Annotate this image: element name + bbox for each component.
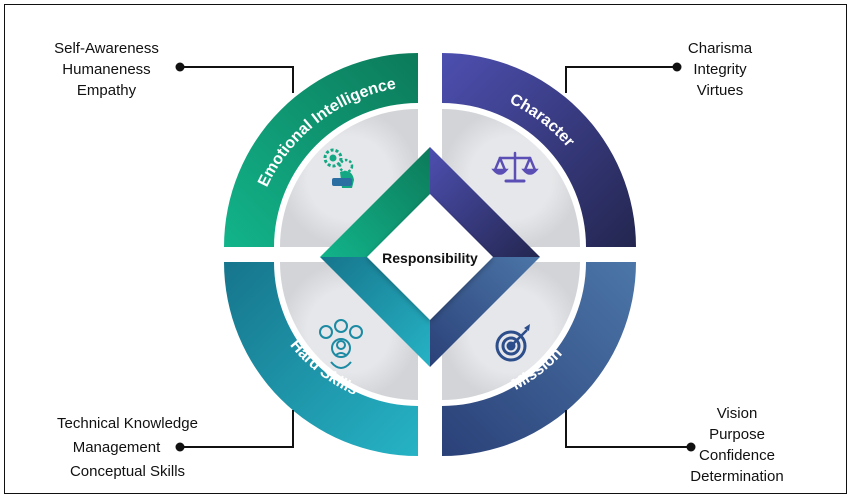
quadrant-emotional-intelligence <box>224 53 418 247</box>
trait-item: Purpose <box>709 426 765 443</box>
people-network-icon <box>319 319 363 369</box>
trait-item: Charisma <box>687 40 753 57</box>
scales-icon <box>491 151 539 183</box>
connector-top-left <box>175 62 294 93</box>
diagram-frame <box>4 4 847 494</box>
traits-mission: Vision Purpose Confidence Determination <box>682 403 792 487</box>
trait-item: Humaneness <box>62 61 151 78</box>
quadrant-mission <box>442 262 636 456</box>
quadrant-character <box>442 53 636 247</box>
trait-item: Empathy <box>76 82 137 99</box>
trait-item: Technical Knowledge <box>57 415 198 432</box>
connector-bottom-left <box>175 410 294 452</box>
trait-item: Integrity <box>693 61 747 78</box>
target-icon <box>495 324 530 362</box>
trait-item: Confidence <box>699 447 775 464</box>
trait-item: Management <box>72 439 161 456</box>
brain-gear-icon <box>323 148 354 188</box>
trait-item: Conceptual Skills <box>69 463 186 480</box>
center-diamond <box>367 194 493 320</box>
traits-emotional-intelligence: Self-Awareness Humaneness Empathy <box>34 38 179 101</box>
connector-top-right <box>565 62 682 93</box>
center-label: Responsibility <box>382 250 478 266</box>
connector-bottom-right <box>565 410 696 452</box>
traits-character: Charisma Integrity Virtues <box>676 38 764 101</box>
trait-item: Virtues <box>696 82 744 99</box>
traits-hard-skills: Technical Knowledge Management Conceptua… <box>40 412 215 484</box>
trait-item: Vision <box>716 405 758 422</box>
trait-item: Determination <box>690 468 784 485</box>
quadrant-hard-skills <box>224 262 418 456</box>
trait-item: Self-Awareness <box>54 40 159 57</box>
